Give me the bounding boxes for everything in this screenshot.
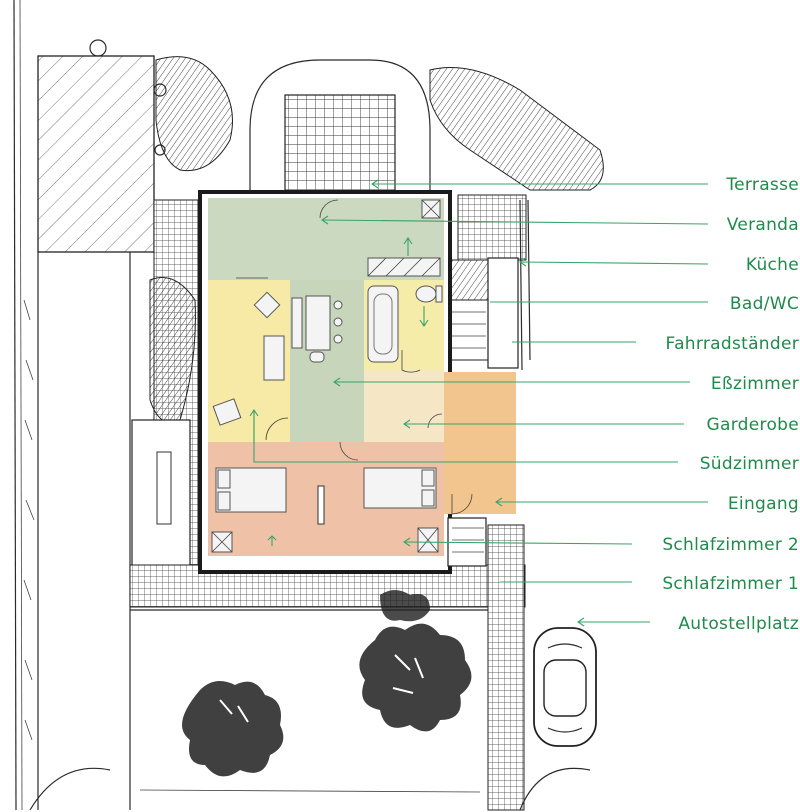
room-eingang (444, 372, 516, 514)
label-kueche: Küche (746, 255, 799, 275)
leader-kueche (519, 261, 709, 265)
label-schlafzimmer-2: Schlafzimmer 2 (662, 535, 799, 555)
label-esszimmer: Eßzimmer (711, 374, 799, 394)
room-garderobe (364, 370, 444, 442)
label-schlafzimmer-1: Schlafzimmer 1 (662, 574, 799, 594)
leader-veranda (321, 219, 709, 225)
leader-suedzimmer (253, 412, 678, 463)
label-autostellplatz: Autostellplatz (678, 614, 799, 634)
site-surroundings (13, 0, 604, 811)
label-suedzimmer: Südzimmer (700, 454, 799, 474)
label-terrasse: Terrasse (725, 175, 799, 195)
label-veranda: Veranda (727, 215, 799, 235)
label-eingang: Eingang (728, 494, 799, 514)
label-garderobe: Garderobe (707, 415, 800, 435)
room-labels: Terrasse Veranda Küche Bad/WC Fahrradstä… (662, 175, 800, 634)
label-fahrradstaender: Fahrradständer (666, 334, 799, 354)
leader-schlafzimmer-2 (403, 541, 633, 545)
label-bad-wc: Bad/WC (730, 294, 799, 314)
leader-lines (253, 179, 709, 627)
